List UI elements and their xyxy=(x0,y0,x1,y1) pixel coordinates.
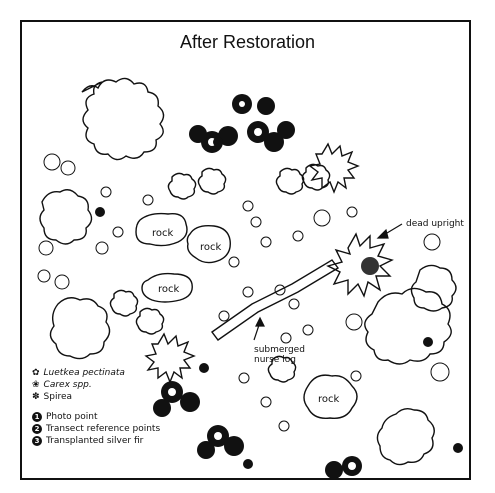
svg-text:2: 2 xyxy=(216,139,220,147)
marker-4b: 4 xyxy=(423,337,433,347)
legend-carex: ❀ Carex spp. xyxy=(32,380,92,390)
legend-luetkea: ✿ Luetkea pectinata xyxy=(32,368,125,378)
legend-silver-fir: 3 Transplanted silver fir xyxy=(32,436,143,446)
shrub-left-1 xyxy=(40,190,92,244)
submerged-label: submerged xyxy=(254,345,305,355)
legend-transect-points: 2 Transect reference points xyxy=(32,424,160,434)
legend-spirea: ✽ Spirea xyxy=(32,392,72,402)
diagram-frame: After Restoration xyxy=(20,20,471,480)
marker-2a: 2 xyxy=(213,137,223,147)
svg-text:1: 1 xyxy=(202,365,206,373)
marker-1: 1 xyxy=(199,363,209,373)
marker-2b: 2 xyxy=(243,459,253,469)
shrub-bottom-right xyxy=(377,409,434,465)
dead-upright-label: dead upright xyxy=(406,219,464,229)
nurse-log xyxy=(212,260,338,340)
nurse-log-label: nurse log xyxy=(254,355,296,365)
large-shrub-top xyxy=(82,78,164,159)
marker-4a: 4 xyxy=(95,207,105,217)
rock-label-4: rock xyxy=(318,394,340,405)
spiky-shrub-top xyxy=(310,144,358,192)
legend-photo-point: 1 Photo point xyxy=(32,412,98,422)
svg-text:4: 4 xyxy=(98,209,103,217)
shrub-right-large xyxy=(365,288,451,364)
carex-icon: ❀ xyxy=(32,380,40,390)
spirea-icon: ✽ xyxy=(32,392,40,402)
rock-label-1: rock xyxy=(152,228,174,239)
rock-label-2: rock xyxy=(200,242,222,253)
svg-text:2: 2 xyxy=(246,461,250,469)
shrub-left-2 xyxy=(50,298,109,359)
dead-upright-crown xyxy=(328,234,392,296)
rock-label-3: rock xyxy=(158,284,180,295)
spiky-shrub-mid xyxy=(146,334,194,382)
luetkea-icon: ✿ xyxy=(32,368,40,378)
marker-4c: 4 xyxy=(453,443,463,453)
svg-text:4: 4 xyxy=(456,445,461,453)
svg-text:4: 4 xyxy=(426,339,431,347)
